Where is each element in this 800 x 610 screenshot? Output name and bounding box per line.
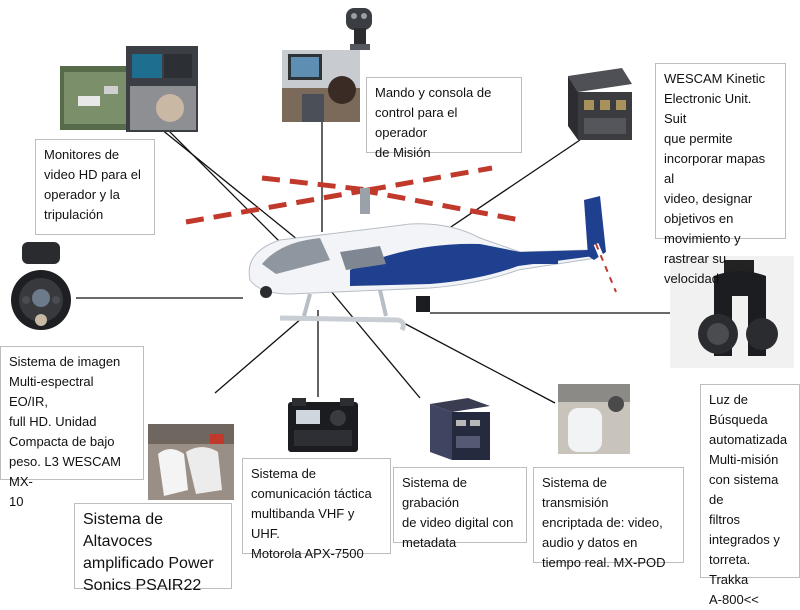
leader-line-speakers [214,317,303,394]
label-imaging: Sistema de imagen Multi-espectral EO/IR,… [0,346,144,509]
main-rotor-blade-back [359,187,521,223]
searchlight-photo [670,256,794,368]
skid-rear-strut [378,289,388,317]
label-comms: Sistema de comunicación táctica multiban… [242,458,391,561]
main-rotor-blade-left [185,187,369,225]
wescam-unit-photo [562,66,634,142]
leader-line-recording [329,289,421,399]
label-wescam-unit: WESCAM Kinetic Electronic Unit. Suit que… [655,63,786,286]
main-rotor-blade-front [261,175,369,193]
cockpit-window [262,238,330,274]
tail-fin [584,196,606,260]
label-recording: Sistema de grabación de video digital co… [393,467,527,550]
mxpod-photo [558,384,630,454]
label-monitors: Monitores de video HD para el operador y… [35,139,155,235]
nose-camera [260,286,272,298]
control-photo [282,50,360,122]
label-speakers: Sistema de Altavoces amplificado Power S… [74,503,232,594]
speakers-photo [148,424,234,500]
label-searchlight: Luz de Búsqueda automatizada Multi-misió… [700,384,800,607]
side-window [340,246,386,270]
label-control: Mando y consola de control para el opera… [366,77,522,160]
skid-front-strut [302,293,312,317]
main-rotor-blade-right [367,165,493,193]
label-transmission: Sistema de transmisión encriptada de: vi… [533,467,684,570]
leader-line-monitors [149,111,301,263]
joystick-photo [338,4,380,52]
fuselage-blue-stripe [350,243,594,286]
tail-stabilizer [528,256,558,264]
rotor-mast [360,188,370,214]
landing-skid [279,315,406,332]
recorder-photo [428,396,492,462]
monitors-photo [60,46,198,132]
radio-photo [286,396,360,456]
leader-line-transmission [397,319,556,404]
helicopter-illustration [185,165,619,332]
belly-searchlight [416,296,430,312]
imaging-photo [8,240,74,340]
